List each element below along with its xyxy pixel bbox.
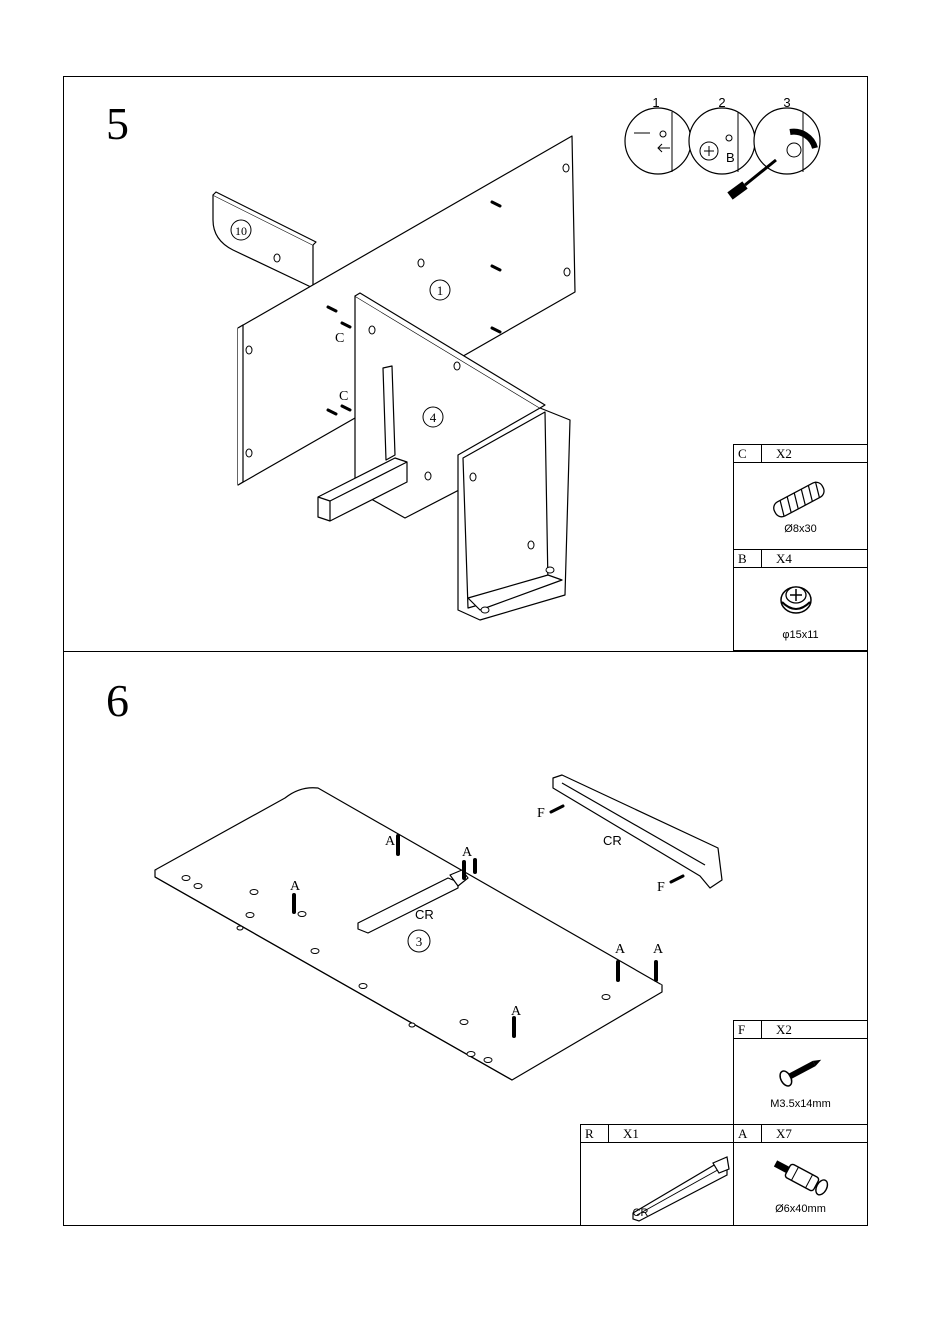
hardware-box-r: R X1 CR [580,1124,735,1226]
hardware-box-f: F X2 M3.5x14mm [733,1020,868,1126]
hardware-size: CR [547,1207,734,1219]
screw-label-f-1: F [537,806,545,821]
hardware-box-a: A X7 Ø6x40mm [733,1124,868,1226]
screw-label-f-2: F [657,880,665,895]
hardware-size: M3.5x14mm [734,1098,867,1110]
pin-label-a-6: A [511,1004,522,1019]
rail-label-cr-2: CR [603,833,622,848]
pin-label-a-5: A [653,942,664,957]
panel-3-label: 3 [416,934,423,949]
pin-label-a-1: A [385,834,396,849]
screw-icon [734,1021,869,1127]
rail-label-cr-1: CR [415,907,434,922]
pin-label-a-3: A [290,879,301,894]
hardware-size: Ø6x40mm [734,1203,867,1215]
pin-label-a-4: A [615,942,626,957]
pin-label-a-2: A [462,845,473,860]
